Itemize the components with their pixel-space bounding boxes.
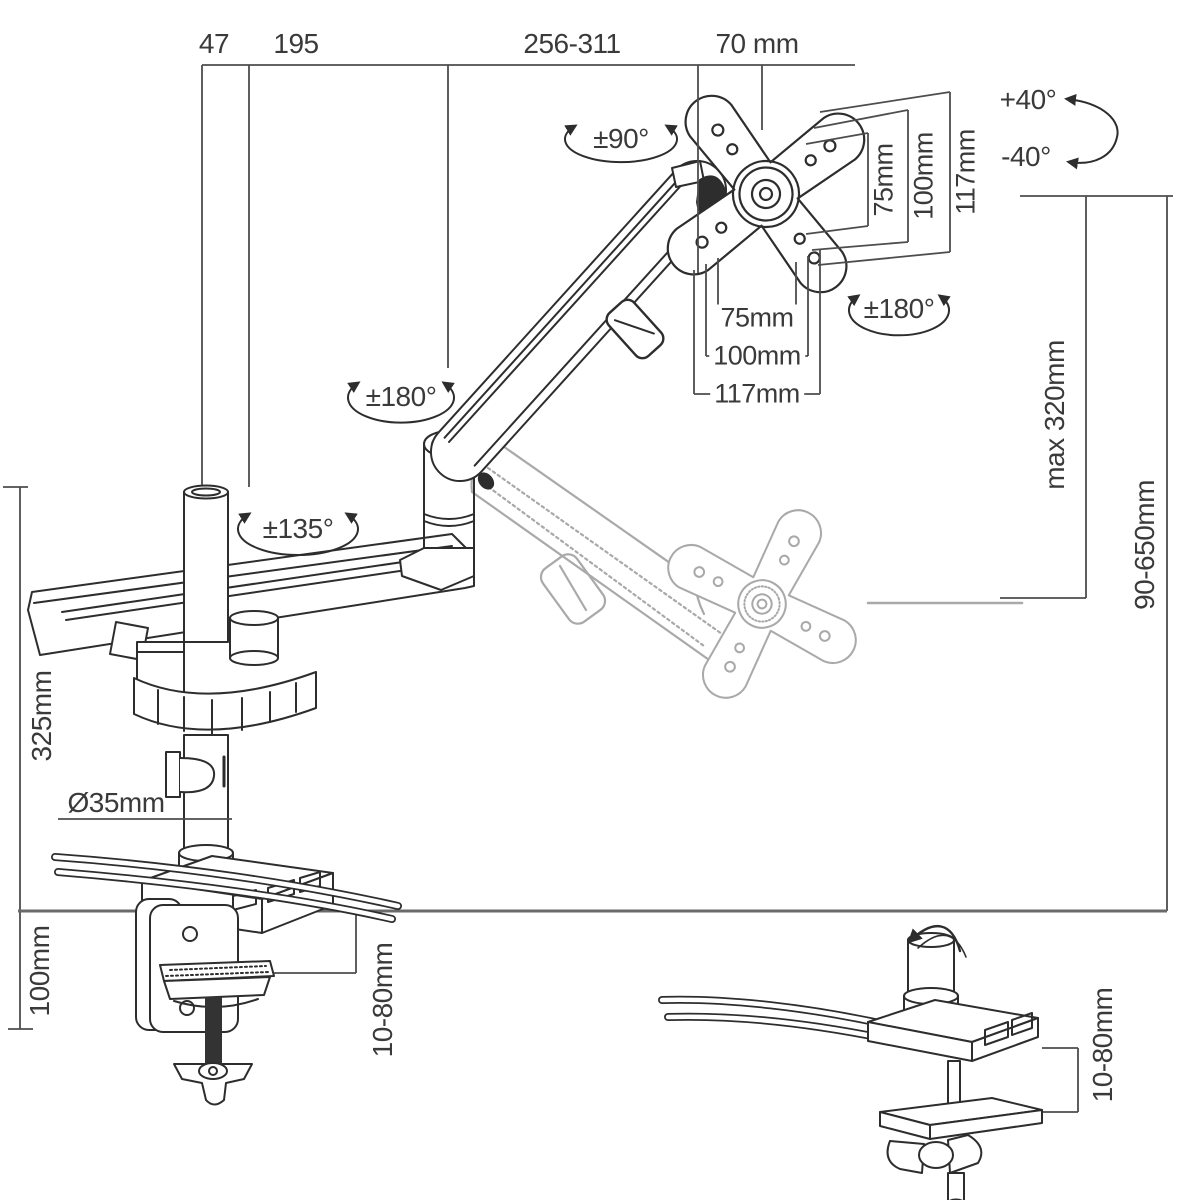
dim-tilt-down: -40°: [1001, 141, 1051, 172]
rotation-arrows: [237, 93, 1119, 556]
dim-vesa-vertical-117: 117mm: [950, 129, 981, 215]
dim-top-195: 195: [273, 28, 319, 59]
dim-pole-diameter: Ø35mm: [67, 787, 165, 818]
vesa-plate: [666, 94, 866, 294]
mounting-arm: [27, 94, 866, 883]
grommet-mount: [867, 925, 1043, 1200]
dim-elbow-swivel: ±180°: [365, 381, 437, 412]
dim-tilt-up: +40°: [999, 84, 1057, 115]
dim-top-47: 47: [198, 28, 230, 59]
dim-vesa-rotation: ±90°: [593, 123, 649, 154]
dim-top-70mm: 70 mm: [715, 28, 799, 59]
pole: [183, 484, 229, 643]
dim-vesa-horizontal-117: 117mm: [710, 380, 804, 408]
dim-vesa-vertical-75: 75mm: [868, 143, 899, 217]
dim-arm-swivel: ±135°: [262, 513, 334, 544]
dim-clamp-thickness-range: 10-80mm: [367, 942, 398, 1058]
gas-spring-arm: [429, 160, 728, 482]
dim-clamp-body-height: 100mm: [24, 925, 55, 1017]
cables: [51, 853, 402, 923]
grommet-cables: [658, 995, 888, 1042]
dim-vesa-vertical-100: 100mm: [908, 132, 939, 220]
dim-vesa-horizontal-75: 75mm: [716, 304, 798, 332]
dim-vesa-horizontal-100: 100mm: [709, 342, 805, 370]
dim-vesa-swivel: ±180°: [863, 293, 935, 324]
ghost-arm-lowered-position: [470, 442, 1024, 699]
dim-grommet-thickness-range: 10-80mm: [1087, 987, 1118, 1103]
dim-top-256-311: 256-311: [523, 28, 621, 59]
dim-pole-height: 325mm: [26, 670, 57, 762]
forearm-collar: [133, 610, 317, 735]
dim-gas-lift-range: max 320mm: [1039, 340, 1070, 490]
dim-height-range: 90-650mm: [1129, 480, 1160, 610]
